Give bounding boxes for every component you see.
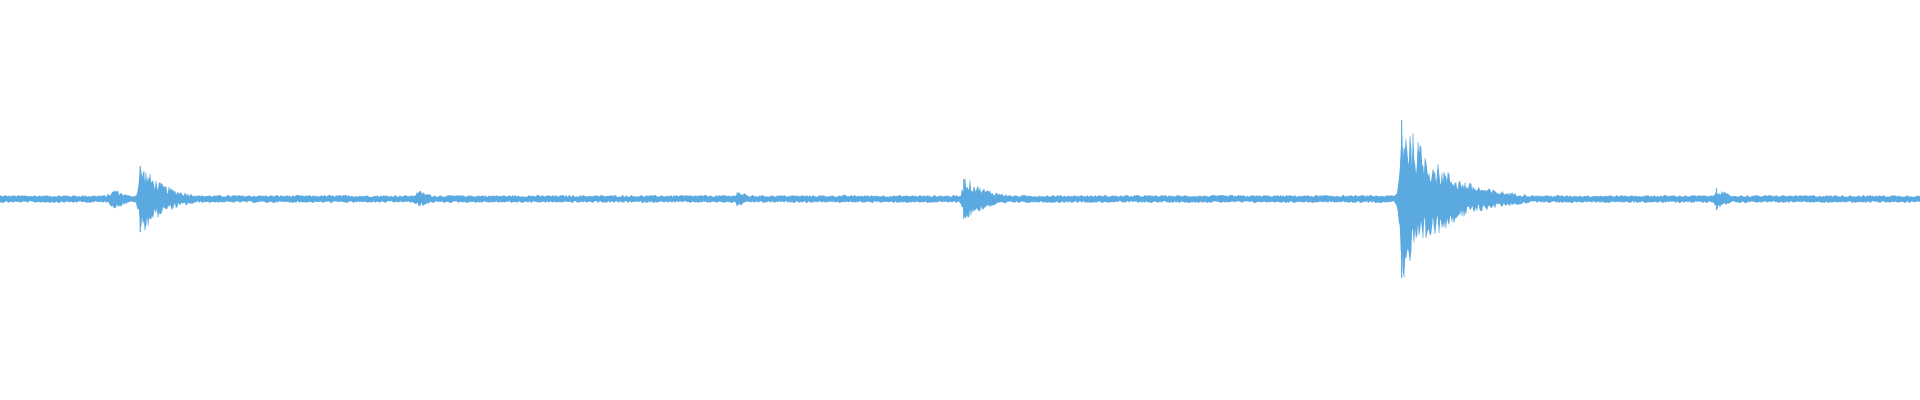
waveform-group: [0, 120, 1920, 278]
waveform-series: [0, 133, 1920, 278]
